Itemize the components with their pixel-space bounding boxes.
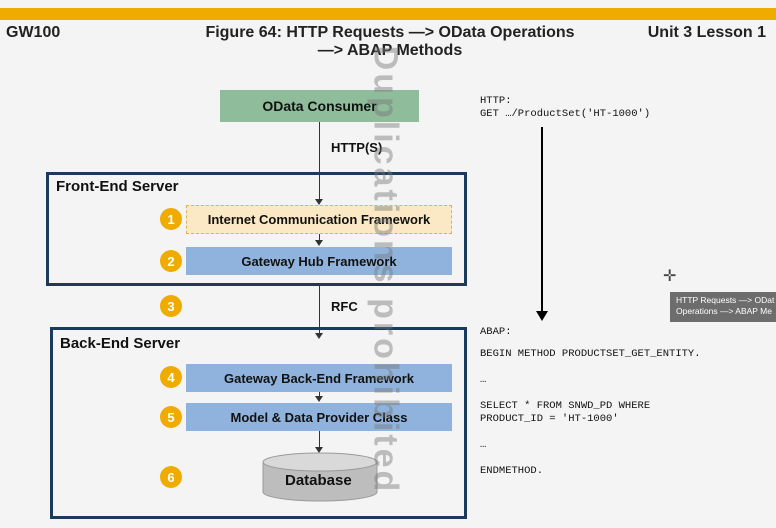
crosshair-cursor-icon: ✛ <box>663 268 677 285</box>
step-5-badge: 5 <box>160 406 182 428</box>
arrow-head-icon <box>315 447 323 453</box>
connector-line <box>319 234 320 241</box>
back-end-server-frame <box>50 327 467 519</box>
step-6-badge: 6 <box>160 466 182 488</box>
figure-title-line1: Figure 64: HTTP Requests —> OData Operat… <box>205 24 575 41</box>
top-accent-bar <box>0 8 776 20</box>
database-cylinder-icon <box>262 452 378 502</box>
arrow-head-icon <box>315 199 323 205</box>
database-label: Database <box>285 472 352 489</box>
flow-arrow-line <box>541 127 543 312</box>
http-label: HTTP(S) <box>331 140 383 155</box>
front-end-server-frame <box>46 172 467 286</box>
connector-line <box>319 392 320 397</box>
back-end-server-label: Back-End Server <box>60 335 181 352</box>
arrow-head-icon <box>315 333 323 339</box>
step-4-badge: 4 <box>160 366 182 388</box>
figure-title-line2: —> ABAP Methods <box>317 42 463 59</box>
abap-code: BEGIN METHOD PRODUCTSET_GET_ENTITY. … SE… <box>480 348 701 477</box>
connector-line <box>319 122 320 199</box>
connector-line <box>319 431 320 448</box>
step-3-badge: 3 <box>160 295 182 317</box>
http-request-code: HTTP: GET …/ProductSet('HT-1000') <box>480 95 651 120</box>
gateway-hub-framework-box: Gateway Hub Framework <box>186 247 452 275</box>
step-1-badge: 1 <box>160 208 182 230</box>
arrow-head-icon <box>315 396 323 402</box>
connector-line <box>319 286 320 333</box>
figure-title: Figure 64: HTTP Requests —> OData Operat… <box>150 24 630 60</box>
gateway-backend-framework-box: Gateway Back-End Framework <box>186 364 452 392</box>
model-data-provider-box: Model & Data Provider Class <box>186 403 452 431</box>
step-2-badge: 2 <box>160 250 182 272</box>
arrow-head-icon <box>315 240 323 246</box>
rfc-label: RFC <box>331 299 358 314</box>
course-code: GW100 <box>6 24 61 41</box>
odata-consumer-box: OData Consumer <box>220 90 419 122</box>
tooltip-line2: Operations —> ABAP Me <box>676 306 772 316</box>
tooltip-line1: HTTP Requests —> ODat <box>676 295 775 305</box>
unit-lesson: Unit 3 Lesson 1 <box>647 24 766 41</box>
tooltip: HTTP Requests —> ODat Operations —> ABAP… <box>670 292 776 322</box>
front-end-server-label: Front-End Server <box>56 178 179 195</box>
abap-label: ABAP: <box>480 326 512 338</box>
icf-box: Internet Communication Framework <box>186 205 452 234</box>
flow-arrow-head-icon <box>536 311 548 321</box>
watermark: Duplications prohibited <box>366 45 405 495</box>
